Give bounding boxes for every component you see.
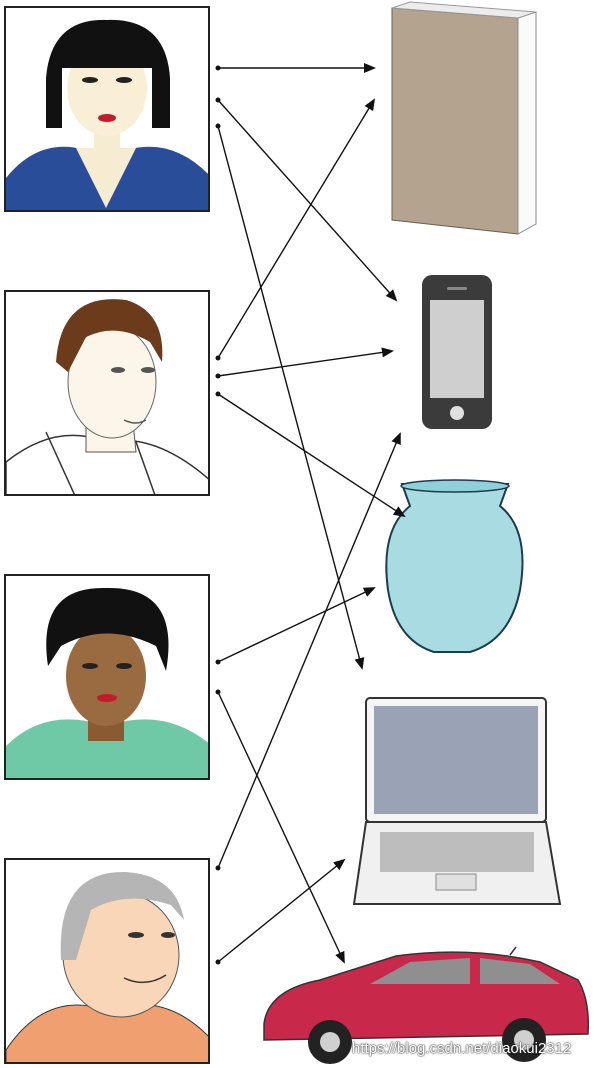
arrow-person-2-to-vase [217,393,406,518]
arrow-person-1-to-laptop [217,125,365,670]
arrow-person-4-to-phone [217,432,401,869]
woman-bob-hair-icon [6,8,208,210]
older-man-gray-hair-icon [6,860,208,1062]
arrow-person-2-to-phone [217,347,394,377]
car-icon [263,946,590,1064]
man-brown-hair-icon [6,292,208,494]
vase-icon [385,479,524,653]
person-4-portrait [4,858,210,1064]
person-1-portrait [4,6,210,212]
arrow-person-1-to-phone [217,99,398,302]
arrow-person-4-to-laptop [217,858,346,963]
arrow-person-3-to-car [217,691,345,964]
arrow-links [215,63,406,965]
smartphone-icon [422,275,492,429]
woman-curly-hair-icon [6,576,208,778]
watermark-text: https://blog.csdn.net/diaokui2312 [352,1040,572,1057]
person-2-portrait [4,290,210,496]
book-icon [391,1,537,235]
laptop-icon [352,697,562,905]
arrow-person-3-to-vase [217,587,376,663]
arrow-person-2-to-book [217,98,376,359]
person-3-portrait [4,574,210,780]
